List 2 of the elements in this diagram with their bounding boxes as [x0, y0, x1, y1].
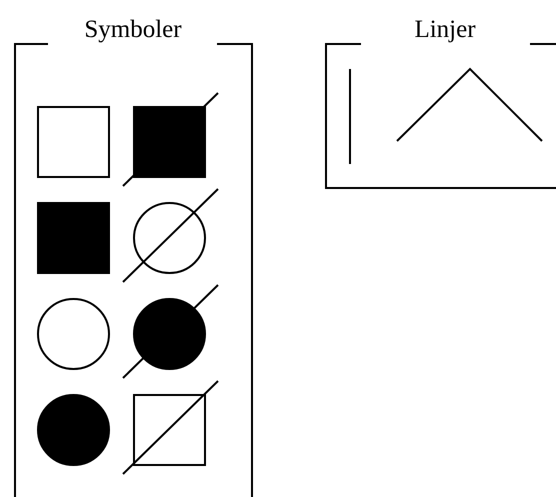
frame-heading: Symboler [84, 16, 182, 44]
frame-heading: Linjer [414, 16, 476, 44]
